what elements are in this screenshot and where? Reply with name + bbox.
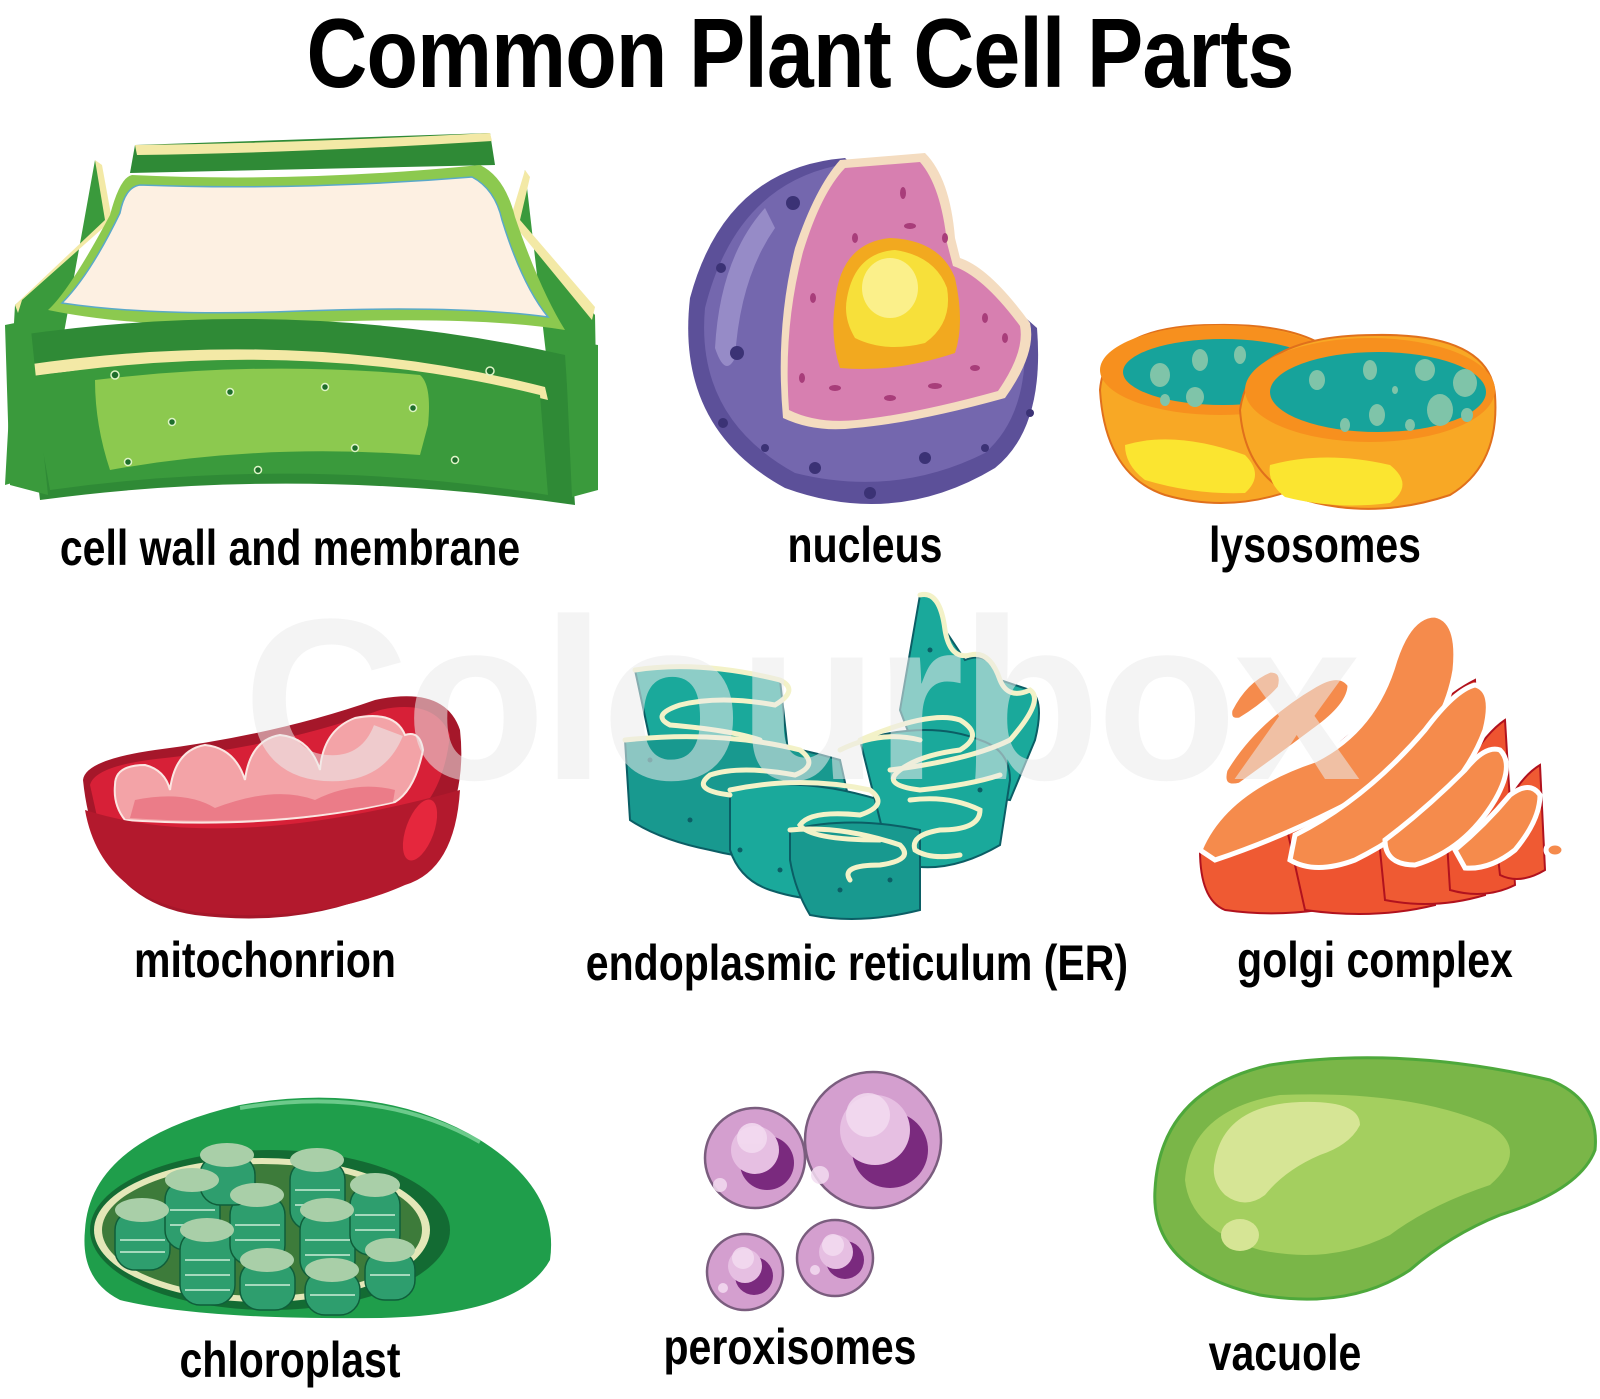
label-mitochondrion: mitochonrion: [134, 932, 396, 988]
part-er: endoplasmic reticulum (ER): [540, 590, 1160, 1000]
nucleus-icon: [688, 153, 1039, 504]
label-golgi: golgi complex: [1237, 932, 1513, 988]
part-golgi: golgi complex: [1195, 610, 1600, 1000]
label-lysosomes: lysosomes: [1209, 517, 1421, 573]
vacuole-icon: [1153, 1056, 1597, 1301]
part-cell-wall: cell wall and membrane: [0, 125, 600, 595]
endoplasmic-reticulum-icon: [622, 591, 1040, 920]
golgi-complex-icon: [1196, 612, 1567, 915]
part-nucleus: nucleus: [665, 148, 1065, 588]
label-peroxisomes: peroxisomes: [663, 1319, 917, 1375]
peroxisomes-icon: [703, 1070, 943, 1312]
page-title: Common Plant Cell Parts: [306, 0, 1294, 108]
lysosomes-icon: [1098, 323, 1497, 510]
part-vacuole: vacuole: [1150, 1050, 1600, 1399]
part-chloroplast: chloroplast: [80, 1080, 560, 1399]
label-chloroplast: chloroplast: [179, 1332, 401, 1388]
label-er: endoplasmic reticulum (ER): [585, 935, 1129, 991]
part-lysosomes: lysosomes: [1095, 315, 1535, 595]
label-cell-wall: cell wall and membrane: [59, 520, 521, 576]
label-vacuole: vacuole: [1208, 1325, 1362, 1381]
label-nucleus: nucleus: [787, 517, 943, 573]
cell-wall-membrane-icon: [5, 133, 598, 505]
mitochondrion-icon: [83, 696, 462, 919]
chloroplast-icon: [84, 1097, 552, 1319]
part-mitochondrion: mitochonrion: [75, 690, 475, 1000]
part-peroxisomes: peroxisomes: [640, 1070, 960, 1399]
